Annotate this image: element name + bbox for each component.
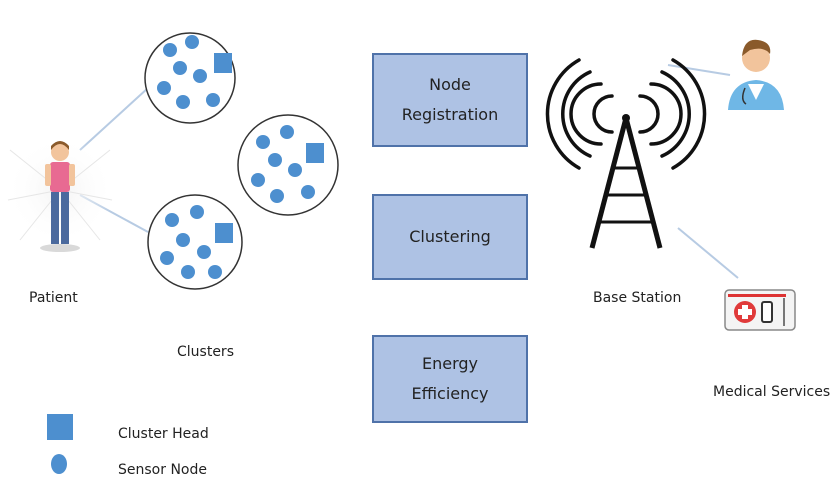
- cluster-top: [144, 32, 236, 124]
- cluster-bottom: [147, 194, 243, 290]
- patient-icon: [5, 135, 115, 252]
- step-2-line-1: Clustering: [409, 227, 491, 246]
- cluster-middle: [237, 114, 339, 216]
- step-box-energy-efficiency: Energy Efficiency: [372, 335, 528, 423]
- step-1-line-1: Node: [429, 75, 471, 94]
- step-box-clustering: Clustering: [372, 194, 528, 280]
- clusters-label: Clusters: [177, 344, 234, 360]
- ambulance-link: [677, 227, 739, 279]
- patient-label: Patient: [29, 290, 78, 306]
- step-3-line-1: Energy: [421, 354, 478, 373]
- tower-icon: [545, 58, 707, 249]
- legend-cluster-head-label: Cluster Head: [118, 426, 209, 442]
- ambulance-icon: [724, 289, 796, 331]
- medical-services-label: Medical Services: [713, 384, 831, 400]
- doctor-link: [667, 64, 731, 76]
- step-1-line-2: Registration: [401, 105, 499, 124]
- doctor-icon: [728, 39, 784, 110]
- legend-sensor-node-label: Sensor Node: [118, 462, 207, 478]
- legend-sensor-node-swatch: [51, 454, 67, 474]
- legend-cluster-head-swatch: [47, 414, 73, 440]
- step-box-node-registration: Node Registration: [372, 53, 528, 147]
- step-3-line-2: Efficiency: [411, 384, 489, 403]
- base-station-label: Base Station: [593, 290, 682, 306]
- patient-link-top: [79, 87, 149, 151]
